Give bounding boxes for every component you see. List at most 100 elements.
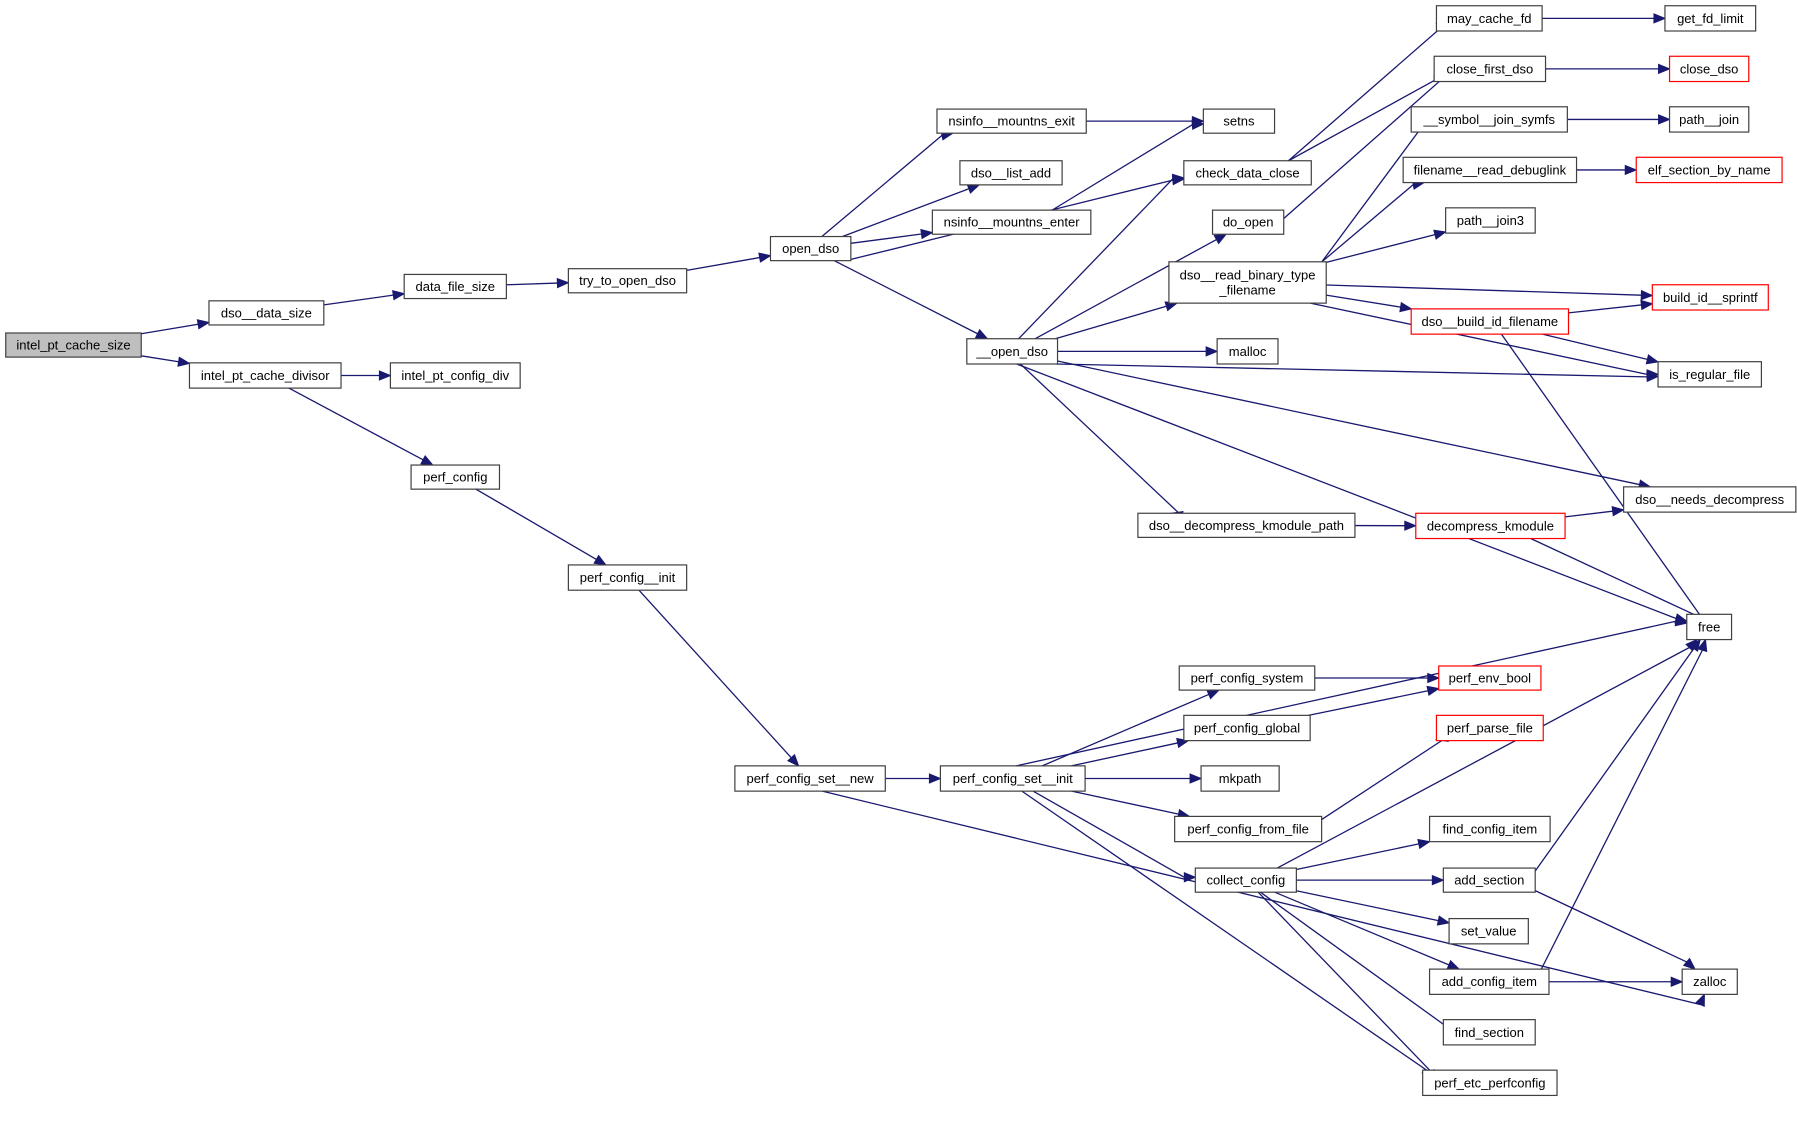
node-box[interactable]: [567, 268, 688, 294]
node-box[interactable]: [403, 273, 507, 300]
node-box[interactable]: [208, 300, 325, 326]
node-box[interactable]: [410, 464, 501, 490]
node-box[interactable]: [1442, 1019, 1536, 1046]
node-box[interactable]: [1433, 55, 1547, 83]
node-malloc[interactable]: malloc: [1216, 338, 1279, 365]
node-mkpath[interactable]: mkpath: [1200, 765, 1280, 792]
node-box[interactable]: [1428, 815, 1551, 843]
node-decompress_kmodule[interactable]: decompress_kmodule: [1415, 512, 1566, 540]
node-box[interactable]: [1410, 308, 1570, 335]
node-add_config_item[interactable]: add_config_item: [1428, 968, 1550, 995]
node-box[interactable]: [769, 235, 852, 262]
node-box[interactable]: [1681, 968, 1738, 995]
node-dso__build_id_filename[interactable]: dso__build_id_filename: [1410, 308, 1570, 335]
node-perf_config_global[interactable]: perf_config_global: [1183, 714, 1311, 742]
node-check_data_close[interactable]: check_data_close: [1183, 160, 1312, 186]
node-do_open[interactable]: do_open: [1211, 209, 1285, 235]
node-box[interactable]: [5, 332, 142, 358]
node-dso__read_binary_type_filename[interactable]: dso__read_binary_type_filename: [1168, 261, 1327, 304]
node-box[interactable]: [1415, 512, 1566, 540]
node-perf_config_system[interactable]: perf_config_system: [1178, 665, 1316, 691]
node-box[interactable]: [1422, 1069, 1558, 1097]
node-try_to_open_dso[interactable]: try_to_open_dso: [567, 268, 688, 294]
node-box[interactable]: [1657, 361, 1763, 388]
node-set_value[interactable]: set_value: [1448, 917, 1529, 945]
node-box[interactable]: [1168, 261, 1327, 304]
node-box[interactable]: [188, 362, 342, 389]
node-perf_config[interactable]: perf_config: [410, 464, 501, 490]
node-box[interactable]: [966, 338, 1059, 365]
node-path__join3[interactable]: path__join3: [1445, 207, 1536, 234]
node-elf_section_by_name[interactable]: elf_section_by_name: [1635, 156, 1783, 184]
node-setns[interactable]: setns: [1202, 108, 1276, 134]
node-box[interactable]: [1623, 486, 1797, 513]
node-nsinfo__mountns_exit[interactable]: nsinfo__mountns_exit: [936, 108, 1087, 134]
node-dso__list_add[interactable]: dso__list_add: [959, 160, 1063, 186]
node-perf_config__init[interactable]: perf_config__init: [567, 564, 688, 591]
node-box[interactable]: [1402, 156, 1578, 184]
node-box[interactable]: [1202, 108, 1276, 134]
node-box[interactable]: [1428, 968, 1550, 995]
node-close_dso[interactable]: close_dso: [1668, 55, 1750, 83]
node-find_config_item[interactable]: find_config_item: [1428, 815, 1551, 843]
node-box[interactable]: [1137, 512, 1356, 538]
node-get_fd_limit[interactable]: get_fd_limit: [1664, 5, 1757, 32]
node-perf_config_set__new[interactable]: perf_config_set__new: [734, 765, 886, 792]
node-path__join[interactable]: path__join: [1668, 106, 1750, 133]
node-box[interactable]: [1438, 665, 1542, 691]
node-intel_pt_config_div[interactable]: intel_pt_config_div: [389, 362, 521, 389]
node-filename__read_debuglink[interactable]: filename__read_debuglink: [1402, 156, 1578, 184]
node-box[interactable]: [1211, 209, 1285, 235]
node-box[interactable]: [389, 362, 521, 389]
node-box[interactable]: [1435, 714, 1544, 742]
node-is_regular_file[interactable]: is_regular_file: [1657, 361, 1763, 388]
node-open_dso[interactable]: open_dso: [769, 235, 852, 262]
node-perf_parse_file[interactable]: perf_parse_file: [1435, 714, 1544, 742]
node-free[interactable]: free: [1686, 613, 1733, 641]
node-box[interactable]: [1668, 106, 1750, 133]
node-box[interactable]: [1216, 338, 1279, 365]
node-intel_pt_cache_size[interactable]: intel_pt_cache_size: [5, 332, 142, 358]
node-build_id__sprintf[interactable]: build_id__sprintf: [1651, 284, 1769, 311]
node-data_file_size[interactable]: data_file_size: [403, 273, 507, 300]
node-zalloc[interactable]: zalloc: [1681, 968, 1738, 995]
node-__symbol__join_symfs[interactable]: __symbol__join_symfs: [1410, 106, 1568, 133]
node-add_section[interactable]: add_section: [1442, 867, 1536, 893]
node-box[interactable]: [734, 765, 886, 792]
node-box[interactable]: [931, 209, 1092, 235]
node-box[interactable]: [1435, 5, 1543, 32]
node-perf_config_set__init[interactable]: perf_config_set__init: [939, 765, 1086, 792]
node-box[interactable]: [567, 564, 688, 591]
node-__open_dso[interactable]: __open_dso: [966, 338, 1059, 365]
node-box[interactable]: [1668, 55, 1750, 83]
node-box[interactable]: [1174, 815, 1323, 843]
node-find_section[interactable]: find_section: [1442, 1019, 1536, 1046]
node-perf_env_bool[interactable]: perf_env_bool: [1438, 665, 1542, 691]
node-box[interactable]: [1410, 106, 1568, 133]
node-dso__data_size[interactable]: dso__data_size: [208, 300, 325, 326]
node-intel_pt_cache_divisor[interactable]: intel_pt_cache_divisor: [188, 362, 342, 389]
node-dso__needs_decompress[interactable]: dso__needs_decompress: [1623, 486, 1797, 513]
node-box[interactable]: [939, 765, 1086, 792]
node-dso__decompress_kmodule_path[interactable]: dso__decompress_kmodule_path: [1137, 512, 1356, 538]
node-box[interactable]: [1442, 867, 1536, 893]
node-box[interactable]: [1448, 917, 1529, 945]
node-perf_config_from_file[interactable]: perf_config_from_file: [1174, 815, 1323, 843]
node-box[interactable]: [1183, 160, 1312, 186]
node-box[interactable]: [1635, 156, 1783, 184]
node-box[interactable]: [1200, 765, 1280, 792]
node-perf_etc_perfconfig[interactable]: perf_etc_perfconfig: [1422, 1069, 1558, 1097]
node-box[interactable]: [1183, 714, 1311, 742]
node-box[interactable]: [936, 108, 1087, 134]
node-box[interactable]: [959, 160, 1063, 186]
node-collect_config[interactable]: collect_config: [1194, 867, 1297, 893]
node-box[interactable]: [1664, 5, 1757, 32]
node-nsinfo__mountns_enter[interactable]: nsinfo__mountns_enter: [931, 209, 1092, 235]
node-box[interactable]: [1651, 284, 1769, 311]
node-may_cache_fd[interactable]: may_cache_fd: [1435, 5, 1543, 32]
node-box[interactable]: [1178, 665, 1316, 691]
node-box[interactable]: [1194, 867, 1297, 893]
node-close_first_dso[interactable]: close_first_dso: [1433, 55, 1547, 83]
node-box[interactable]: [1686, 613, 1733, 641]
node-box[interactable]: [1445, 207, 1536, 234]
